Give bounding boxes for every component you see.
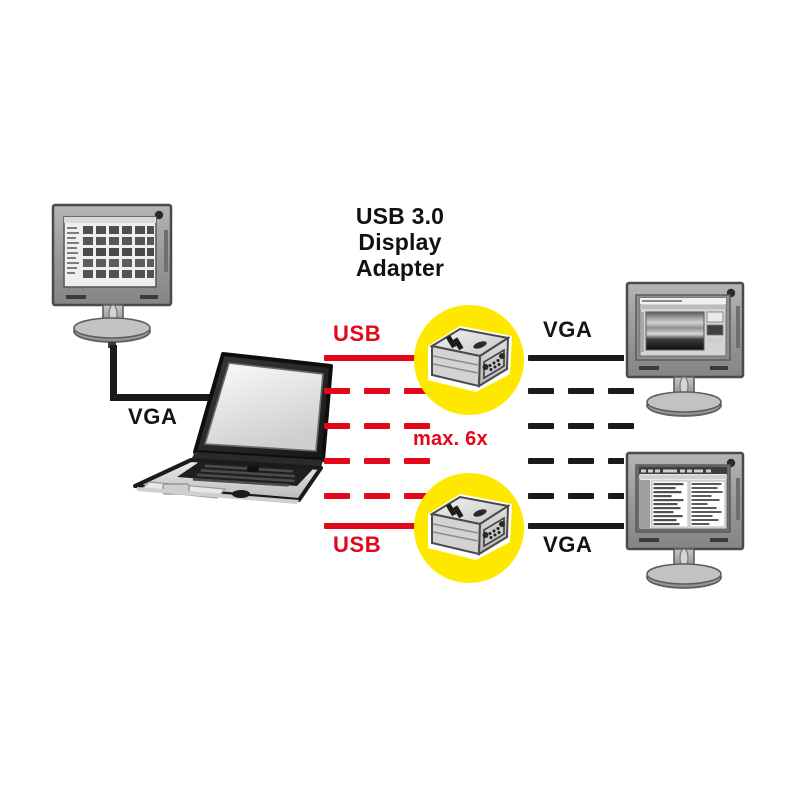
vga-label-top-right: VGA [543, 317, 593, 342]
dash-segment [404, 458, 430, 464]
vga-label-bottom-right: VGA [543, 532, 593, 557]
dash-segment [364, 493, 390, 499]
vga-cable-left-horizontal [110, 394, 220, 401]
adapter-bottom [424, 490, 516, 564]
dash-segment [608, 388, 634, 394]
dash-segment [364, 423, 390, 429]
dash-segment [404, 493, 430, 499]
max-units-label: max. 6x [413, 428, 488, 450]
dash-segment [568, 493, 594, 499]
usb-dashed-row-2 [324, 423, 430, 429]
usb-label-top: USB [333, 321, 382, 346]
dash-segment [324, 493, 350, 499]
dash-segment [568, 388, 594, 394]
usb-dashed-row-4 [324, 493, 430, 499]
adapter-top [424, 322, 516, 396]
dash-segment [404, 423, 430, 429]
title-line-3: Adapter [355, 254, 445, 281]
usb-dashed-row-3 [324, 458, 430, 464]
title-line-2: Display [358, 228, 442, 255]
dash-segment [568, 423, 594, 429]
dash-segment [608, 493, 634, 499]
dash-segment [608, 458, 634, 464]
monitor-bottom-right [622, 448, 758, 593]
source-monitor [48, 200, 188, 352]
dash-segment [568, 458, 594, 464]
vga-dashed-row-2 [528, 423, 634, 429]
usb-line-top [324, 355, 424, 361]
dash-segment [324, 388, 350, 394]
vga-dashed-row-1 [528, 388, 634, 394]
dash-segment [528, 423, 554, 429]
dash-segment [528, 458, 554, 464]
vga-line-top [528, 355, 630, 361]
diagram-title: USB 3.0 Display Adapter [290, 203, 510, 281]
vga-label-left: VGA [128, 404, 178, 429]
vga-dashed-row-3 [528, 458, 634, 464]
usb-label-bottom: USB [333, 532, 382, 557]
monitor-top-right [622, 278, 758, 420]
dash-segment [364, 458, 390, 464]
dash-segment [528, 493, 554, 499]
dash-segment [528, 388, 554, 394]
vga-cable-left-vertical [110, 345, 117, 401]
vga-line-bottom [528, 523, 630, 529]
dash-segment [608, 423, 634, 429]
dash-segment [324, 458, 350, 464]
vga-dashed-row-4 [528, 493, 634, 499]
dash-segment [404, 388, 430, 394]
usb-line-bottom [324, 523, 424, 529]
title-line-1: USB 3.0 [355, 203, 445, 229]
dash-segment [364, 388, 390, 394]
laptop [125, 348, 340, 513]
dash-segment [324, 423, 350, 429]
usb-dashed-row-1 [324, 388, 430, 394]
